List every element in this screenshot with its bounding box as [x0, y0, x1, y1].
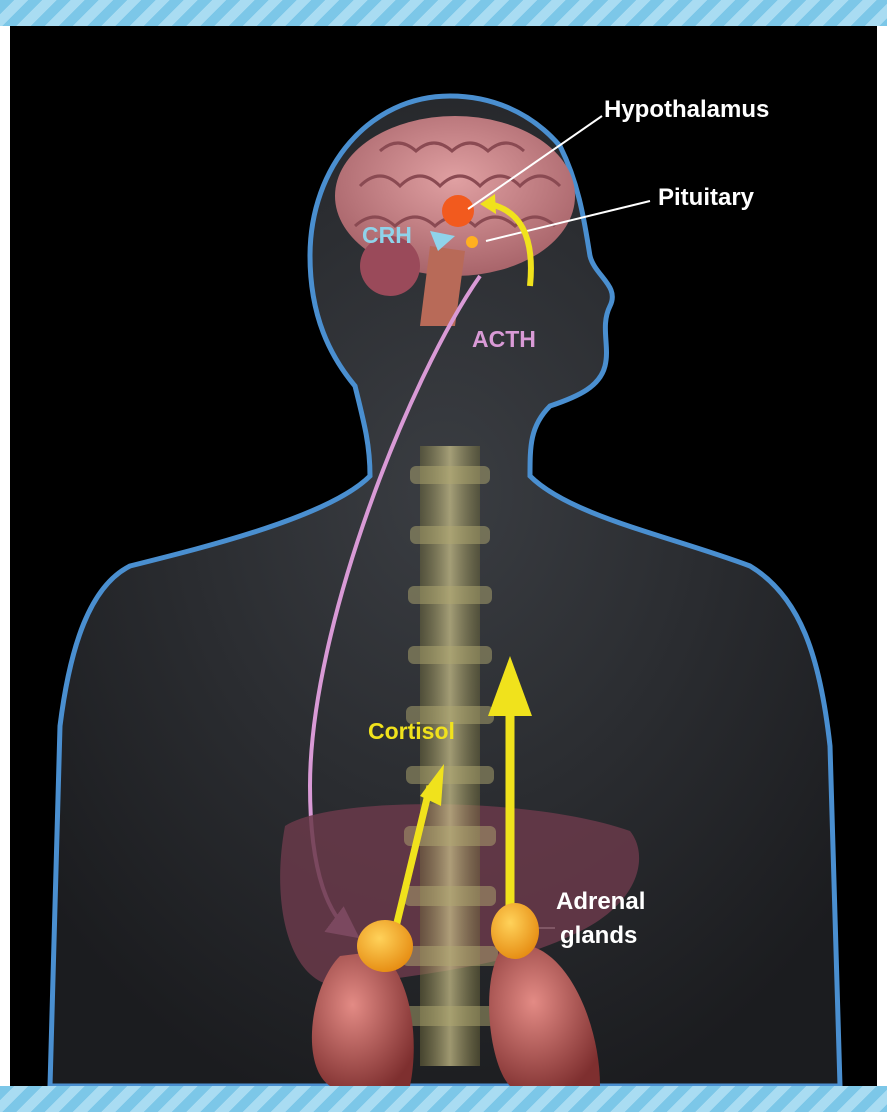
adrenal-left [357, 920, 413, 972]
top-frame-stripe [0, 0, 887, 26]
label-adrenal-line1: Adrenal [556, 888, 645, 916]
anatomy-illustration: Hypothalamus Pituitary CRH ACTH Cortisol… [10, 26, 877, 1086]
hypothalamus-marker [442, 195, 474, 227]
right-frame-border [877, 26, 887, 1086]
label-acth: ACTH [472, 326, 536, 353]
bottom-frame-stripe [0, 1086, 887, 1112]
label-cortisol: Cortisol [368, 718, 455, 745]
pituitary-marker [466, 236, 478, 248]
label-crh: CRH [362, 222, 412, 249]
left-frame-border [0, 26, 10, 1086]
adrenal-right [491, 903, 539, 959]
label-hypothalamus: Hypothalamus [604, 96, 769, 124]
label-pituitary: Pituitary [658, 184, 754, 212]
label-adrenal-line2: glands [560, 922, 637, 950]
